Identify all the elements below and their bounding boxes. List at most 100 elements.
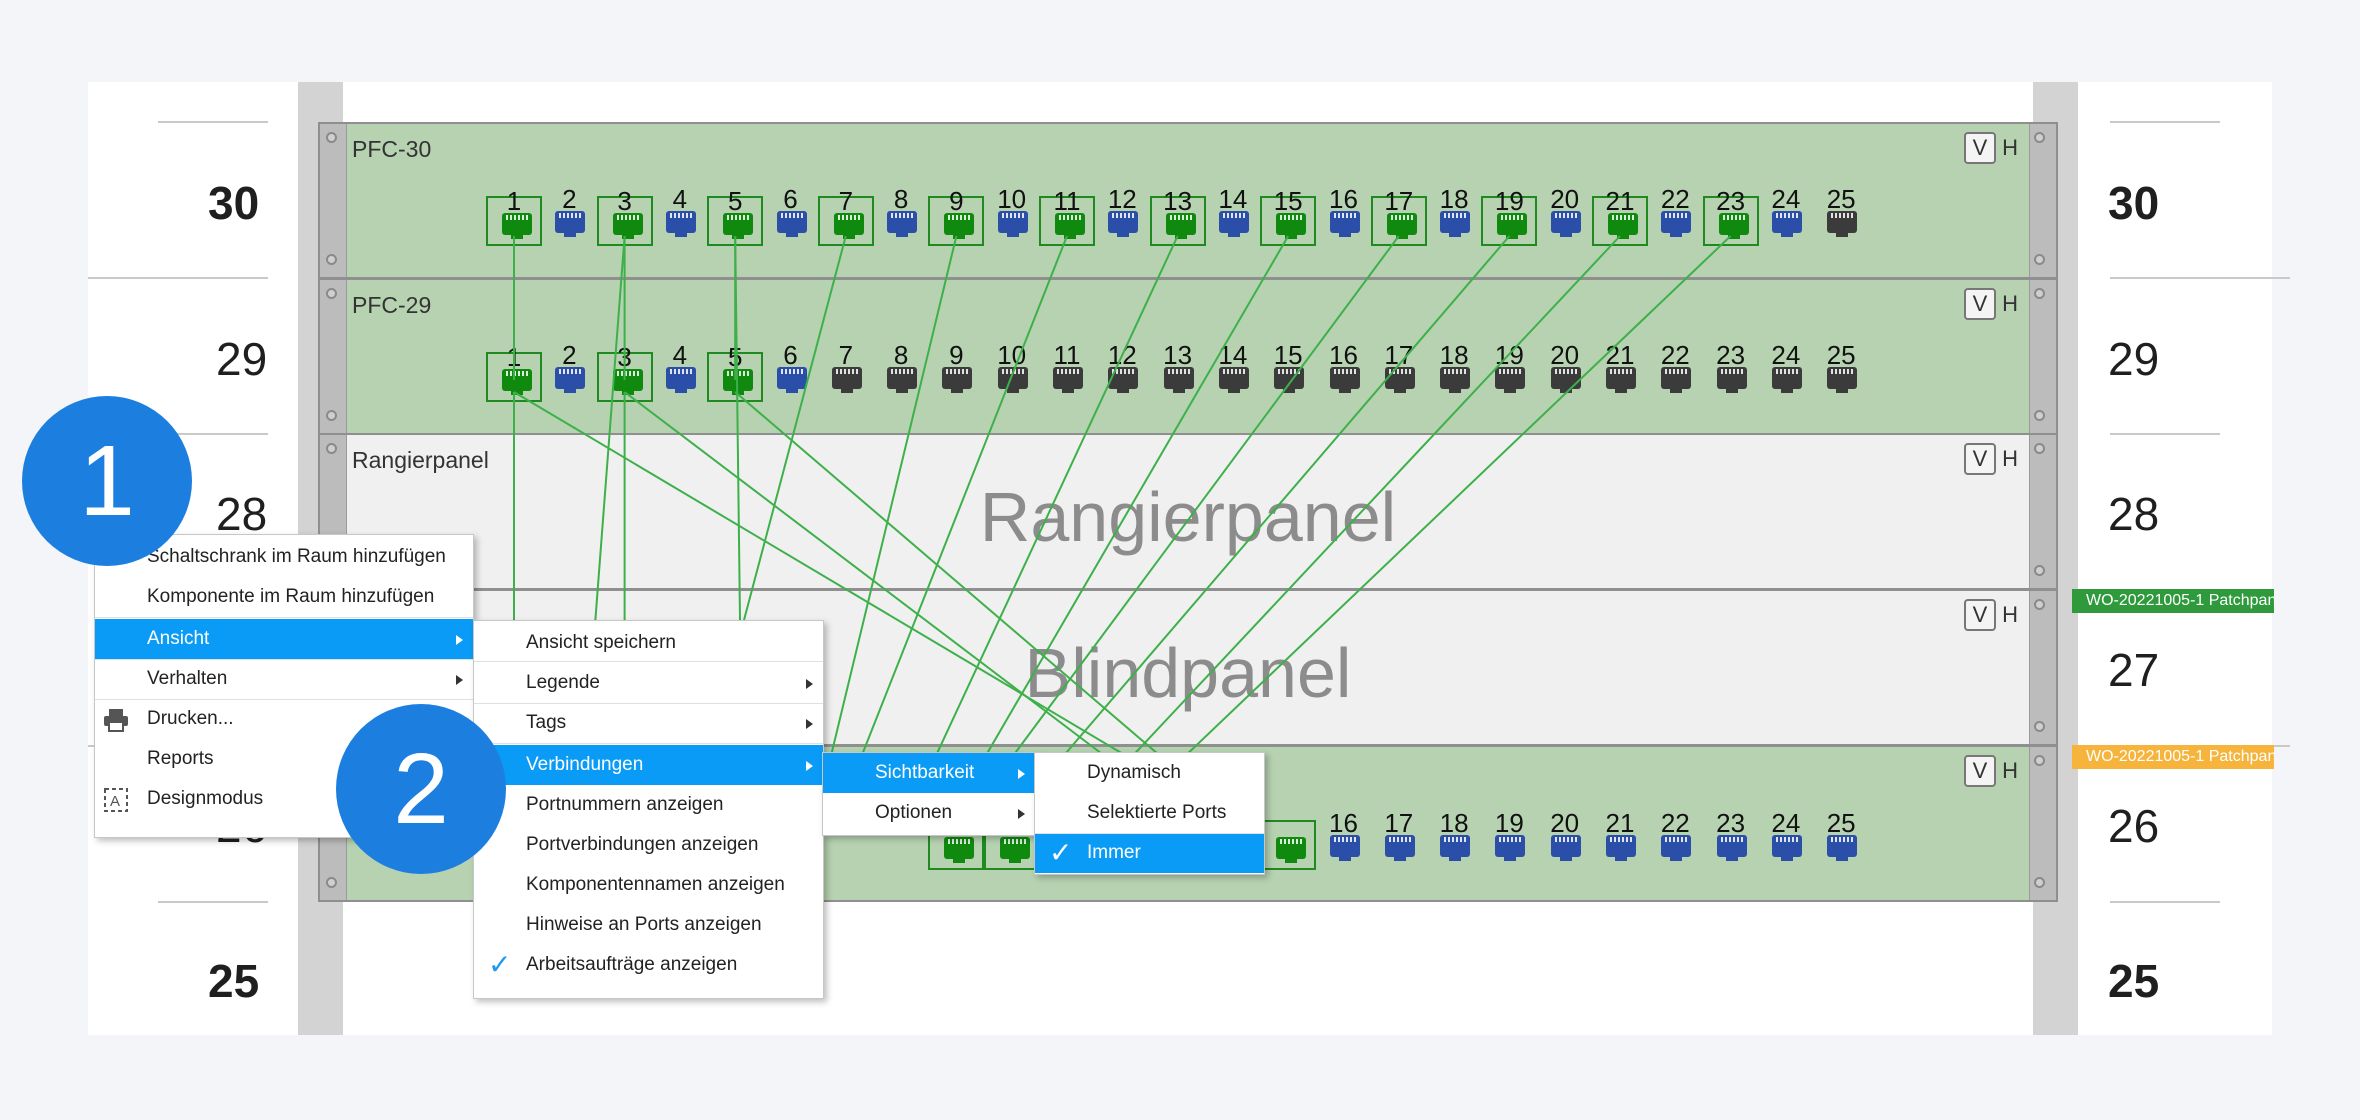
menu-item-label: Portverbindungen anzeigen [526, 834, 759, 855]
port-7[interactable]: 7 [817, 186, 874, 246]
menu-item-verhalten[interactable]: Verhalten [95, 659, 473, 699]
port-16[interactable]: 16 [1316, 808, 1372, 870]
menu-item-optionen[interactable]: Optionen [823, 793, 1035, 833]
port-25[interactable]: 25 [1813, 808, 1869, 870]
port-25[interactable]: 25 [1813, 184, 1869, 246]
port-8[interactable]: 8 [873, 184, 929, 246]
port-23[interactable]: 23 [1702, 186, 1759, 246]
work-order-tag-2[interactable]: WO-20221005-1 Patchpanel [2072, 745, 2274, 769]
port-10[interactable]: 10 [984, 184, 1040, 246]
port-5[interactable]: 5 [707, 186, 764, 246]
port-19[interactable]: 19 [1481, 186, 1538, 246]
port-21[interactable]: 21 [1592, 340, 1648, 402]
menu-item-ansicht[interactable]: Ansicht [95, 619, 473, 659]
menu-item-schaltschrank-im-raum-hinzufügen[interactable]: Schaltschrank im Raum hinzufügen [95, 537, 473, 577]
panel-view-h-button[interactable]: H [2002, 291, 2018, 316]
port-12[interactable]: 12 [1094, 340, 1150, 402]
port-20[interactable]: 20 [1537, 808, 1593, 870]
menu-item-verbindungen[interactable]: Verbindungen [474, 745, 823, 785]
port-23[interactable]: 23 [1703, 808, 1759, 870]
port-14[interactable]: 14 [1205, 184, 1261, 246]
port-23[interactable]: 23 [1703, 340, 1759, 402]
port-number: 16 [1329, 184, 1358, 214]
panel-view-v-button[interactable]: V [1964, 132, 1996, 164]
menu-item-immer[interactable]: Immer✓ [1035, 833, 1264, 873]
port-13[interactable]: 13 [1150, 340, 1206, 402]
port-number: 18 [1439, 340, 1469, 370]
panel-view-v-button[interactable]: V [1964, 443, 1996, 475]
panel-view-h-button[interactable]: H [2002, 758, 2018, 783]
port-4[interactable]: 4 [652, 340, 708, 402]
port-22[interactable]: 22 [1647, 184, 1703, 246]
screw-icon [326, 288, 337, 299]
port-24[interactable]: 24 [1758, 808, 1814, 870]
port-22[interactable]: 22 [1647, 808, 1703, 870]
menu-item-portnummern-anzeigen[interactable]: Portnummern anzeigen [474, 785, 823, 825]
port-14[interactable]: 14 [1205, 340, 1261, 402]
menu-item-komponente-im-raum-hinzufügen[interactable]: Komponente im Raum hinzufügen [95, 577, 473, 617]
panel-view-v-button[interactable]: V [1964, 755, 1996, 787]
menu-item-hinweise-an-ports-anzeigen[interactable]: Hinweise an Ports anzeigen [474, 905, 823, 945]
port-2[interactable]: 2 [541, 184, 597, 246]
port-16[interactable]: 16 [1316, 184, 1372, 246]
menu-item-portverbindungen-anzeigen[interactable]: Portverbindungen anzeigen [474, 825, 823, 865]
port-7[interactable]: 7 [818, 340, 874, 402]
port-12[interactable]: 12 [1094, 184, 1150, 246]
panel-view-v-button[interactable]: V [1964, 599, 1996, 631]
menu-item-ansicht-speichern[interactable]: Ansicht speichern [474, 623, 823, 663]
port-24[interactable]: 24 [1758, 184, 1814, 246]
port-19[interactable]: 19 [1481, 808, 1537, 870]
port-22[interactable]: 22 [1647, 340, 1703, 402]
port-15[interactable]: 15 [1260, 186, 1317, 246]
unit-divider-left [158, 433, 268, 435]
port-24[interactable]: 24 [1758, 340, 1814, 402]
port-number: 9 [949, 186, 964, 216]
port-9[interactable]: 9 [928, 186, 985, 246]
port-21[interactable]: 21 [1592, 808, 1648, 870]
port-21[interactable]: 21 [1592, 186, 1648, 246]
port-17[interactable]: 17 [1371, 808, 1427, 870]
menu-item-label: Reports [147, 748, 214, 769]
unit-number-right: 25 [2108, 955, 2160, 1007]
menu-item-tags[interactable]: Tags [474, 703, 823, 743]
port-17[interactable]: 17 [1370, 186, 1427, 246]
port-18[interactable]: 18 [1426, 340, 1482, 402]
work-order-tag-1[interactable]: WO-20221005-1 Patchpanel [2072, 589, 2274, 613]
port-25[interactable]: 25 [1813, 340, 1869, 402]
port-11[interactable]: 11 [1039, 186, 1095, 246]
port-3[interactable]: 3 [596, 186, 653, 246]
port-20[interactable]: 20 [1537, 340, 1593, 402]
rj45-port-icon [1497, 213, 1528, 239]
rj45-port-icon [1163, 367, 1194, 393]
panel-view-v-button[interactable]: V [1964, 288, 1996, 320]
menu-item-legende[interactable]: Legende [474, 663, 823, 703]
rj45-port-icon [1606, 835, 1636, 861]
port-16[interactable]: 16 [1316, 340, 1372, 402]
port-number: 21 [1605, 340, 1635, 370]
screw-icon [2034, 877, 2045, 888]
port-4[interactable]: 4 [652, 184, 708, 246]
port-9[interactable]: 9 [928, 340, 984, 402]
port-6[interactable]: 6 [763, 340, 819, 402]
menu-item-drucken-[interactable]: Drucken... [95, 699, 473, 739]
port-18[interactable]: 18 [1426, 808, 1482, 870]
chevron-right-icon [456, 675, 463, 685]
port-13[interactable]: 13 [1149, 186, 1206, 246]
port-18[interactable]: 18 [1426, 184, 1482, 246]
menu-item-sichtbarkeit[interactable]: Sichtbarkeit [823, 753, 1035, 793]
port-20[interactable]: 20 [1537, 184, 1593, 246]
menu-item-dynamisch[interactable]: Dynamisch [1035, 753, 1264, 793]
port-10[interactable]: 10 [984, 340, 1040, 402]
port-8[interactable]: 8 [873, 340, 929, 402]
menu-item-selektierte-ports[interactable]: Selektierte Ports [1035, 793, 1264, 833]
panel-view-h-button[interactable]: H [2002, 446, 2018, 471]
menu-item-arbeitsaufträge-anzeigen[interactable]: Arbeitsaufträge anzeigen✓ [474, 945, 823, 985]
port-2[interactable]: 2 [541, 340, 597, 402]
panel-view-h-button[interactable]: H [2002, 135, 2018, 160]
port-11[interactable]: 11 [1039, 340, 1095, 402]
port-6[interactable]: 6 [763, 184, 819, 246]
panel-view-h-button[interactable]: H [2002, 602, 2018, 627]
menu-item-komponentennamen-anzeigen[interactable]: Komponentennamen anzeigen [474, 865, 823, 905]
